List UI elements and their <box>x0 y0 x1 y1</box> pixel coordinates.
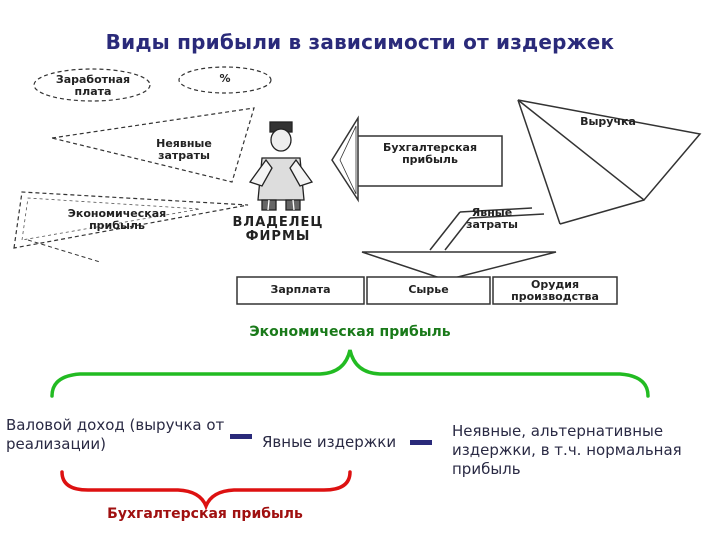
implicit-costs-triangle <box>51 107 255 183</box>
wages-label: Заработная плата <box>55 73 131 98</box>
profit-scheme-diagram <box>13 66 702 305</box>
explicit-costs-text: Явные издержки <box>262 433 397 451</box>
accounting-profit-scheme-label: Бухгалтерская прибыль <box>382 141 478 166</box>
accounting-profit-arrow <box>331 115 503 203</box>
implicit-costs-text: Неявные, альтернативные издержки, в т.ч.… <box>452 422 682 478</box>
economic-profit-triangle <box>13 191 249 249</box>
minus-sign-2 <box>410 440 432 445</box>
tools-box: Орудия производства <box>511 278 599 303</box>
gross-income-text: Валовой доход (выручка от реализации) <box>6 416 225 453</box>
wages-ellipse <box>33 68 151 102</box>
implicit-costs-label: Неявные затраты <box>156 137 212 162</box>
raw-material-box: Сырье <box>408 283 449 296</box>
raw-material-box-frame <box>366 276 491 305</box>
economic-profit-title: Экономическая прибыль <box>249 324 451 340</box>
minus-sign-1 <box>230 434 252 439</box>
economic-profit-scheme-label: Экономическая прибыль <box>67 207 167 232</box>
owner-figure-icon <box>248 121 314 211</box>
tools-box-frame <box>492 276 618 305</box>
accounting-profit-brace <box>60 470 352 510</box>
salary-box: Зарплата <box>270 283 331 296</box>
percent-label: % <box>219 72 231 85</box>
explicit-costs-label: Явные затраты <box>466 206 518 231</box>
economic-profit-brace <box>50 349 650 398</box>
revenue-label: Выручка <box>580 115 636 128</box>
economic-profit-triangle-inner <box>21 197 201 241</box>
salary-box-frame <box>236 276 365 305</box>
page-title: Виды прибыли в зависимости от издержек <box>105 30 615 54</box>
explicit-costs-arrow <box>361 207 557 281</box>
owner-label: ВЛАДЕЛЕЦ ФИРМЫ <box>232 215 324 244</box>
revenue-triangle <box>517 99 702 225</box>
accounting-profit-title: Бухгалтерская прибыль <box>107 506 303 522</box>
percent-ellipse <box>178 66 272 94</box>
